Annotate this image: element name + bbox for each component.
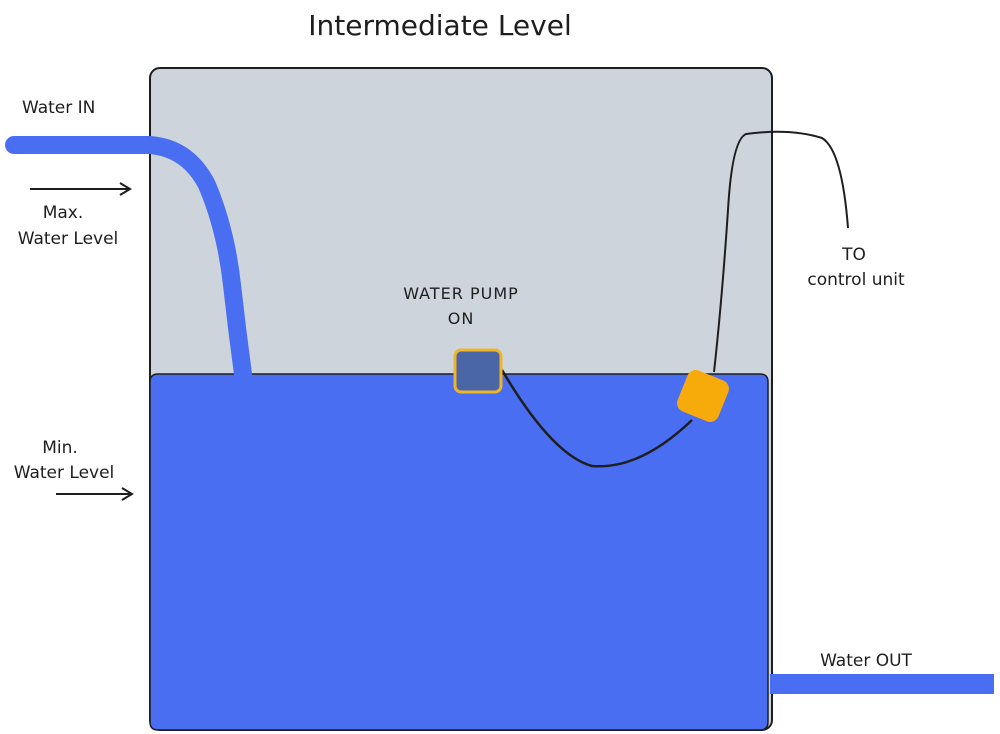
control-wire [713, 130, 849, 373]
water-body [149, 373, 769, 731]
max-level-label-line2: Water Level [18, 229, 119, 249]
water-inlet-pipe [5, 136, 252, 383]
pump-label-line1: WATER PUMP [403, 284, 519, 303]
water-pump-block [453, 348, 503, 394]
max-level-arrow [30, 182, 132, 196]
control-unit-label-line2: control unit [807, 270, 905, 290]
water-in-label: Water IN [22, 98, 95, 118]
diagram-title: Intermediate Level [308, 9, 571, 42]
min-level-label-line1: Min. [42, 438, 78, 458]
water-out-label: Water OUT [820, 651, 912, 671]
min-level-label-line2: Water Level [14, 463, 115, 483]
min-level-arrow [56, 487, 134, 501]
sensor-wire [500, 369, 693, 468]
max-level-label-line1: Max. [43, 203, 84, 223]
float-switch [677, 370, 729, 422]
control-unit-label-line1: TO [841, 245, 866, 265]
pump-label-line2: ON [448, 309, 475, 328]
